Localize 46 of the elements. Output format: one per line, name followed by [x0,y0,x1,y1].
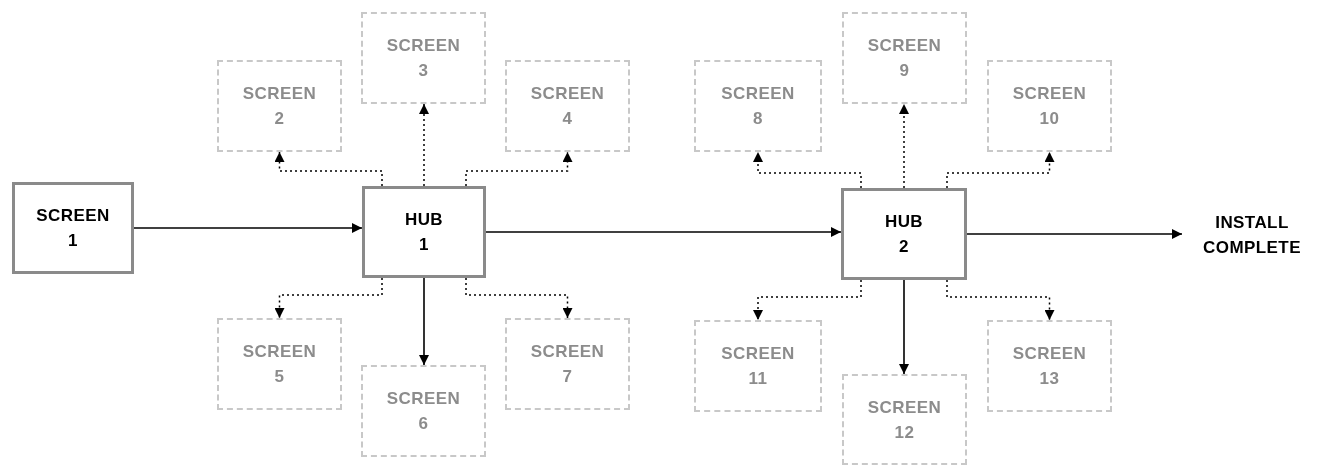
box-label: SCREEN 9 [867,35,942,82]
dotted-arrow [753,279,862,321]
optional-screen-box [217,60,342,152]
arrow [133,223,363,233]
box-label: SCREEN 6 [386,388,461,435]
optional-screen-box [361,365,486,457]
dotted-arrow [465,277,573,319]
box-label: SCREEN 7 [530,341,605,388]
box-label: SCREEN 2 [242,83,317,130]
process-box [841,188,967,280]
arrow [899,279,909,375]
box-label: HUB 2 [884,211,924,258]
dotted-arrow [946,279,1055,321]
arrow [485,227,842,237]
optional-screen-box [842,374,967,465]
optional-screen-box [217,318,342,410]
dotted-arrow [753,151,862,189]
optional-screen-box [694,60,822,152]
arrow [966,229,1183,239]
optional-screen-box [987,60,1112,152]
dotted-arrow [899,103,909,189]
optional-screen-box [361,12,486,104]
optional-screen-box [505,318,630,410]
box-label: SCREEN 10 [1012,83,1087,130]
optional-screen-box [987,320,1112,412]
box-label: SCREEN 11 [721,343,795,390]
process-box [362,186,486,278]
box-label: SCREEN 1 [36,205,110,252]
box-label: SCREEN 3 [386,35,461,82]
dotted-arrow [465,151,573,187]
box-label: SCREEN 5 [242,341,317,388]
dotted-arrow [274,277,383,319]
box-label: SCREEN 12 [867,396,942,444]
box-label: HUB 1 [404,209,444,256]
box-label: SCREEN 13 [1012,343,1087,390]
optional-screen-box [505,60,630,152]
dotted-arrow [274,151,383,187]
optional-screen-box [842,12,967,104]
process-box [12,182,134,274]
dotted-arrow [946,151,1055,189]
box-label: SCREEN 4 [530,83,605,130]
box-label: SCREEN 8 [721,83,795,130]
optional-screen-box [694,320,822,412]
arrow [419,277,429,366]
dotted-arrow [419,103,429,187]
end-label: INSTALL COMPLETE [1182,205,1322,265]
